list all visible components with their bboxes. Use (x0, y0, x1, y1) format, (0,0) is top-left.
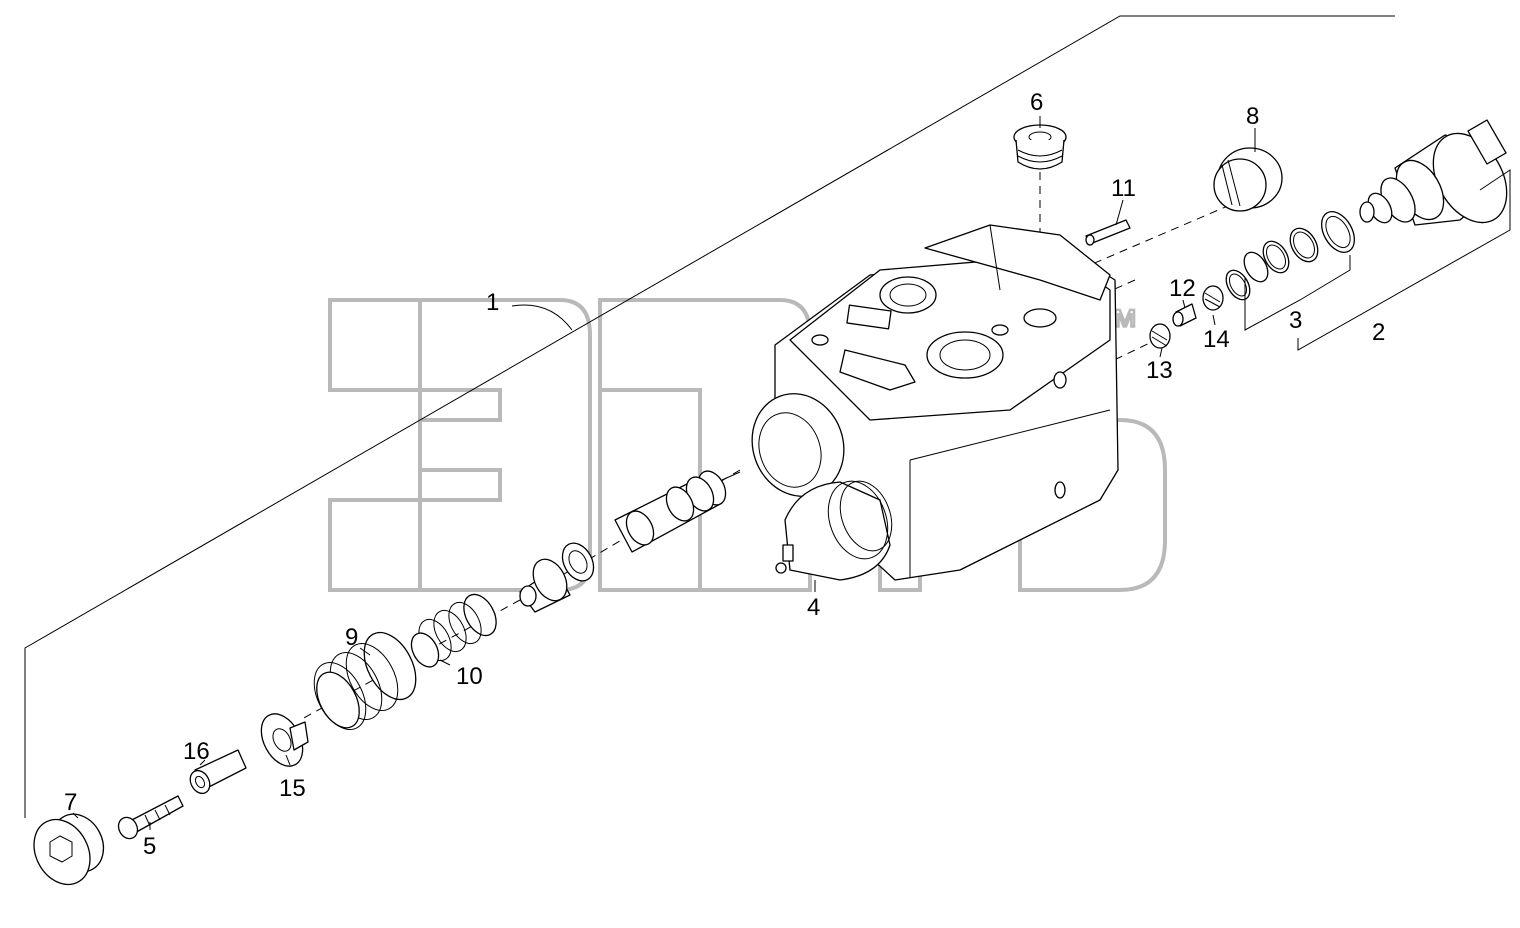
pin-11 (1085, 219, 1131, 246)
callout-labels: 1 2 3 4 5 6 7 8 9 10 11 12 13 14 15 16 (64, 89, 1385, 860)
callout-8: 8 (1246, 103, 1259, 130)
callout-12: 12 (1169, 275, 1196, 302)
o-ring-set-3 (1225, 211, 1356, 301)
callout-11: 11 (1111, 175, 1136, 202)
callout-6: 6 (1030, 89, 1043, 116)
spool (519, 470, 741, 613)
plug-14 (1202, 285, 1224, 311)
screw-5 (117, 795, 184, 840)
callout-14: 14 (1203, 326, 1230, 353)
callout-9: 9 (345, 624, 358, 651)
spring-seat-15 (260, 713, 309, 767)
callout-4: 4 (807, 594, 820, 621)
callout-5: 5 (143, 833, 156, 860)
callout-13: 13 (1146, 357, 1173, 384)
cartridge-valve-2 (1359, 119, 1508, 226)
leader-lines (72, 116, 1511, 830)
callout-7: 7 (64, 789, 77, 816)
spring-9 (313, 631, 417, 730)
spring-10 (410, 593, 497, 668)
pin-12 (1172, 303, 1197, 327)
callout-16: 16 (183, 738, 210, 765)
plug-6 (1013, 124, 1067, 170)
plug-13 (1149, 323, 1171, 349)
valve-body (751, 224, 1119, 581)
callout-3: 3 (1289, 307, 1302, 334)
callout-2: 2 (1372, 319, 1385, 346)
assembly-outline (24, 15, 1395, 818)
callout-1: 1 (486, 289, 499, 316)
callout-10: 10 (456, 663, 483, 690)
plug-7 (33, 813, 105, 886)
callout-15: 15 (279, 775, 306, 802)
cap-8 (1213, 147, 1283, 212)
sleeve-16 (189, 749, 247, 795)
